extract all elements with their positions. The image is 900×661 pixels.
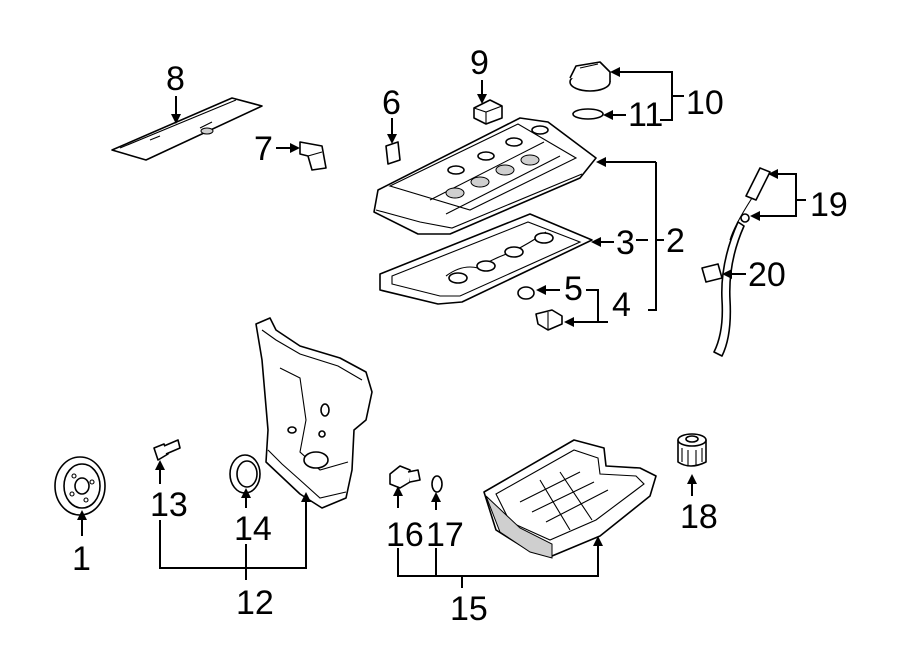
part-1-crank-pulley bbox=[54, 456, 106, 516]
callout-18: 18 bbox=[680, 498, 718, 536]
callout-5: 5 bbox=[564, 270, 583, 308]
part-9-sensor bbox=[473, 99, 503, 125]
part-11-o-ring bbox=[572, 108, 604, 120]
callout-2: 2 bbox=[666, 222, 685, 260]
callout-12: 12 bbox=[236, 584, 274, 622]
callout-19: 19 bbox=[810, 186, 848, 224]
part-4-pcv-valve bbox=[535, 309, 563, 331]
leader-lines bbox=[77, 67, 806, 588]
part-5-seal bbox=[517, 286, 535, 300]
part-15-oil-pan bbox=[483, 439, 657, 559]
callout-16: 16 bbox=[386, 516, 424, 554]
callout-6: 6 bbox=[382, 84, 401, 122]
callout-7: 7 bbox=[254, 130, 273, 168]
callout-15: 15 bbox=[450, 590, 488, 628]
part-8-engine-cover bbox=[111, 97, 263, 161]
part-14-front-seal bbox=[229, 454, 261, 494]
part-10-oil-cap bbox=[569, 61, 611, 92]
part-2-valve-cover bbox=[373, 117, 597, 235]
part-13-bolt bbox=[153, 439, 181, 461]
callout-3: 3 bbox=[616, 224, 635, 262]
callout-4: 4 bbox=[612, 286, 631, 324]
part-3-gasket bbox=[379, 213, 593, 305]
callout-1: 1 bbox=[72, 540, 91, 578]
callout-20: 20 bbox=[748, 256, 786, 294]
callout-9: 9 bbox=[470, 44, 489, 82]
callout-labels: 1 2 3 4 5 6 7 8 9 10 11 12 13 14 15 16 1… bbox=[72, 44, 848, 628]
callout-13: 13 bbox=[150, 486, 188, 524]
callout-10: 10 bbox=[686, 84, 724, 122]
part-12-timing-cover bbox=[255, 317, 373, 509]
part-18-oil-filter bbox=[677, 433, 707, 467]
callout-14: 14 bbox=[234, 510, 272, 548]
part-7-bracket bbox=[299, 141, 327, 171]
callout-11: 11 bbox=[628, 96, 663, 134]
part-6-clip bbox=[385, 141, 401, 165]
part-17-washer bbox=[431, 475, 443, 493]
part-16-drain-plug bbox=[389, 465, 421, 489]
callout-8: 8 bbox=[166, 60, 185, 98]
callout-17: 17 bbox=[426, 516, 464, 554]
